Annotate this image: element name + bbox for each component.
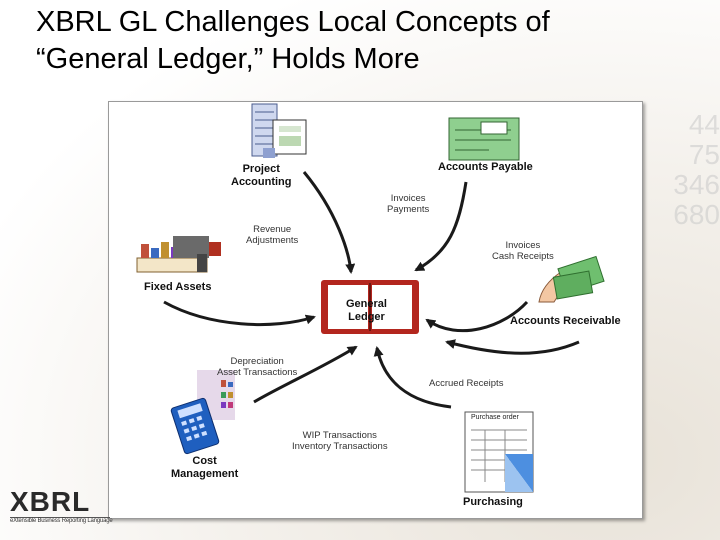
accounts-payable-icon <box>448 117 520 161</box>
background-number: 680 <box>673 199 720 230</box>
arrow-receivable-to-ledger-lower <box>445 339 580 355</box>
cost-management-label: Cost Management <box>171 455 239 480</box>
general-ledger-diagram: Project Accounting Accounts Payable Fixe… <box>108 101 643 519</box>
fixed-assets-icon <box>136 236 221 273</box>
arrow-cost-to-ledger <box>253 345 358 404</box>
slide-title-line2: “General Ledger,” Holds More <box>36 43 420 75</box>
arrow-fixed-assets-to-ledger <box>163 300 316 327</box>
invoices-cash-receipts-label: Invoices Cash Receipts <box>492 240 554 262</box>
diagram-graphics <box>136 103 605 493</box>
project-accounting-icon <box>251 103 307 158</box>
accounts-payable-label: Accounts Payable <box>438 161 533 173</box>
arrow-purchasing-to-ledger <box>373 346 452 409</box>
xbrl-logo-word: XBRL <box>10 486 91 517</box>
purchasing-label: Purchasing <box>463 496 523 508</box>
general-ledger-label: General Ledger <box>346 298 387 323</box>
revenue-adjustments-label: Revenue Adjustments <box>246 224 299 246</box>
background-number: 346 <box>673 169 720 200</box>
fixed-assets-label: Fixed Assets <box>144 281 212 293</box>
project-accounting-label: Project Accounting <box>231 163 292 188</box>
cost-management-icon <box>170 370 235 455</box>
background-number: 75 <box>688 139 720 170</box>
invoices-payments-label: Invoices Payments <box>387 193 430 215</box>
accrued-receipts-label: Accrued Receipts <box>429 378 504 389</box>
xbrl-logo-tagline: eXtensible Business Reporting Language <box>10 517 113 524</box>
wip-transactions-label: WIP Transactions Inventory Transactions <box>292 430 388 452</box>
general-ledger-book <box>321 280 419 334</box>
depreciation-label: Depreciation Asset Transactions <box>217 356 298 378</box>
purchasing-icon <box>464 411 534 493</box>
background-numbers: 44 75 346 680 <box>610 110 720 260</box>
flow-arrows <box>163 171 580 409</box>
purchase-order-label: Purchase order <box>471 414 519 421</box>
slide-title-line1: XBRL GL Challenges Local Concepts of <box>36 6 550 38</box>
xbrl-logo: XBRL eXtensible Business Reporting Langu… <box>10 486 113 528</box>
slide-title: XBRL GL Challenges Local Concepts of “Ge… <box>36 4 696 78</box>
arrow-receivable-to-ledger <box>425 300 529 333</box>
arrow-payable-to-ledger <box>414 181 468 272</box>
arrow-project-to-ledger <box>302 171 356 274</box>
background-number: 44 <box>688 110 720 140</box>
accounts-receivable-label: Accounts Receivable <box>510 315 621 327</box>
accounts-receivable-icon <box>538 255 605 303</box>
